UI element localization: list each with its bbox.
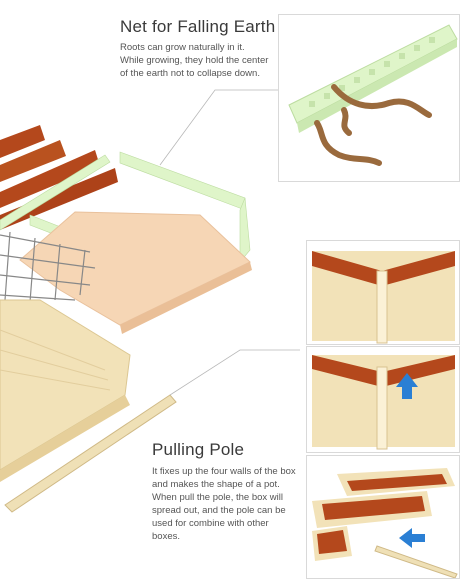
pole-desc-line: and makes the shape of a pot. bbox=[152, 479, 280, 490]
box-corner-illustration bbox=[312, 251, 455, 344]
pole-desc-line: spread out, and the pole can be bbox=[152, 505, 286, 516]
pole-detail-panel-2 bbox=[306, 346, 460, 453]
pole-pull-illustration bbox=[312, 355, 455, 450]
exploded-planter-illustration bbox=[0, 89, 300, 513]
arrow-up-icon bbox=[396, 373, 418, 399]
net-section-description: Roots can grow naturally in it. While gr… bbox=[120, 41, 290, 80]
net-detail-illustration bbox=[288, 24, 458, 166]
arrow-left-icon bbox=[399, 528, 425, 548]
pulling-pole bbox=[4, 394, 177, 513]
wire-grid bbox=[0, 231, 96, 303]
net-section-title: Net for Falling Earth bbox=[120, 17, 276, 36]
net-desc-line: While growing, they hold the center bbox=[120, 55, 269, 66]
pole-section-title: Pulling Pole bbox=[152, 440, 245, 459]
pole-desc-line: When pull the pole, the box will bbox=[152, 492, 283, 503]
wooden-slats-layer bbox=[0, 125, 118, 230]
base-plate bbox=[19, 211, 252, 334]
pole-detail-panel-3 bbox=[306, 455, 460, 579]
pole-desc-line: It fixes up the four walls of the box bbox=[152, 466, 296, 477]
net-desc-line: of the earth not to collapse down. bbox=[120, 68, 260, 79]
roots bbox=[314, 84, 432, 166]
net-detail-panel bbox=[278, 14, 460, 182]
pole-desc-line: boxes. bbox=[152, 531, 180, 542]
pole-section-description: It fixes up the four walls of the box an… bbox=[152, 465, 302, 543]
net-desc-line: Roots can grow naturally in it. bbox=[120, 42, 245, 53]
pole-detail-panel-1 bbox=[306, 240, 460, 345]
pole-desc-line: used for combine with other bbox=[152, 518, 269, 529]
box-wall bbox=[0, 299, 131, 482]
box-spread-illustration bbox=[312, 468, 458, 578]
leader-lines bbox=[159, 89, 300, 396]
